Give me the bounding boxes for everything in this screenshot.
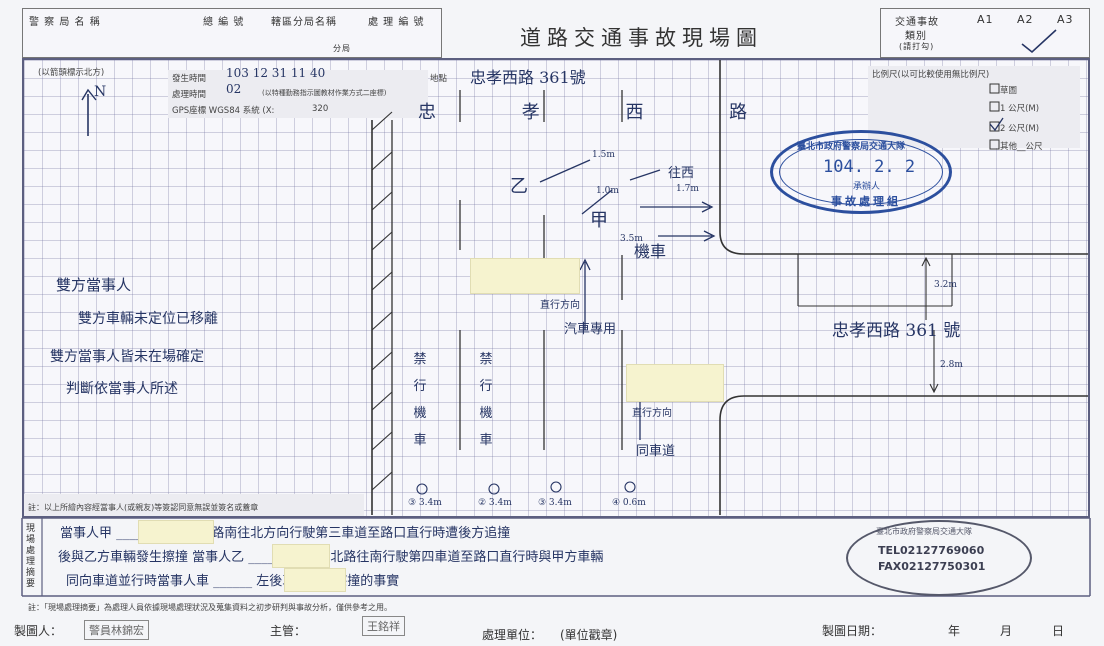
bottom-note: 註：以上所繪內容經當事人(或親友)等簽認同意無誤並簽名或蓋章 [28,503,259,512]
bottom-measure-3: ③ 3.4m [538,498,572,508]
gps-value: 320 [312,104,329,114]
scale-option-2: 1 公尺(M) [1000,104,1040,114]
drawer-label: 製圖人： [14,624,63,638]
vehicle-c-label: 機車 [634,242,667,261]
scale-label: 比例尺(以可比較使用無比例尺) [872,70,990,80]
dist-3: 3.5m [620,234,643,244]
category-label: 交通事故 [895,17,939,28]
page-title: 道路交通事故現場圖 [520,26,763,50]
tel-stamp: 臺北市政府警察局交通大隊 TEL02127769060 FAX021277503… [846,520,1032,596]
number-label: 總 編 號 [203,17,245,28]
summary-line-1: 當事人甲 ______ 自忠孝西路南往北方向行駛第三車道至路口直行時遭後方追撞 [60,526,511,541]
unit-label: 處理單位： [482,628,543,642]
lane-column-left: 禁 行 機 車 [410,346,430,454]
agency-label: 警 察 局 名 稱 [29,17,101,28]
lane-column-right: 禁 行 機 車 [476,346,496,454]
redaction-box [626,364,724,402]
note-strip [24,494,364,516]
annotation-3: 雙方當事人皆未在場確定 [50,349,204,365]
north-mark: N [94,84,107,100]
date-year: 年 [948,624,961,638]
lane-char: 機 [413,406,427,421]
coord-note: (以特種勤務指示圖教材作業方式二座標) [262,89,387,97]
type-a3: A3 [1057,13,1074,26]
footnote: 註：「現場處理摘要」為處理人員依據現場處理狀況及蒐集資料之初步研判與事故分析，僅… [28,603,392,612]
time-label: 發生時間 [172,74,207,84]
summary-line-2: 後與乙方車輛發生擦撞 當事人乙 ______ 自中山北路往南行駛第四車道至路口直… [58,550,604,565]
weather-label: 處理時間 [172,90,207,100]
bottom-measure-1: ③ 3.4m [408,498,442,508]
stamp-top-text: 臺北市政府警察局交通大隊 [797,142,906,152]
annotation-2: 雙方車輛未定位已移離 [78,311,218,327]
tel-number: TEL02127769060 [878,544,985,557]
scale-option-4: 其他__公尺 [1000,142,1043,152]
stamp-date: 104. 2. 2 [823,157,916,177]
redaction-box [272,544,330,568]
location-label: 地點 [430,74,448,84]
lane-char: 行 [413,379,427,394]
lane-char: 禁 [479,352,493,367]
stamp-sub: 承辦人 [853,182,881,192]
dist-4: 1.7m [676,184,699,194]
vehicle-b-label: 甲 [590,210,608,231]
direction-3: 直行方向 [632,408,672,419]
supervisor-label: 主管： [270,624,307,638]
north-hint: (以箭頭標示北方) [38,68,105,78]
category-label2: 類別 [905,31,927,42]
drawer-value: 警員林錦宏 [84,620,149,640]
tel-stamp-top: 臺北市政府警察局交通大隊 [876,527,972,536]
location-value: 忠孝西路 361號 [470,68,586,87]
redaction-box [470,258,580,294]
fax-number: FAX02127750301 [878,560,986,573]
bottom-measure-4: ④ 0.6m [612,498,646,508]
branch-sub: 分局 [333,44,351,53]
police-stamp: 臺北市政府警察局交通大隊 104. 2. 2 承辦人 事故處理組 [770,130,952,214]
type-a1: A1 [977,13,994,26]
lane-char: 禁 [413,352,427,367]
unit-value: (單位戳章) [560,628,618,642]
case-label: 處 理 編 號 [368,17,425,28]
lane-char: 車 [479,433,493,448]
header-row: 警 察 局 名 稱 總 編 號 轄區分局名稱 處 理 編 號 分局 [22,8,442,58]
dist-1: 1.5m [592,150,615,160]
lane-char: 機 [479,406,493,421]
redaction-box [284,568,346,592]
type-box: 交通事故 類別 (請打勾) A1 A2 A3 [880,8,1090,58]
direction-1: 往西 [668,166,695,181]
weather-value: 02 [226,82,242,96]
annotation-1: 雙方當事人 [56,276,132,294]
date-month: 月 [1000,624,1013,638]
lane-label-2: 同車道 [636,444,676,459]
dist-6: 2.8m [940,360,963,370]
vehicle-a-label: 乙 [510,176,528,197]
dist-2: 1.0m [596,186,619,196]
lane-char: 行 [479,379,493,394]
bottom-measure-2: ② 3.4m [478,498,512,508]
category-hint: (請打勾) [899,42,935,51]
annotation-4: 判斷依當事人所述 [66,381,178,397]
scale-option-1: 草圖 [1000,86,1018,96]
summary-side-label: 現場處理摘要 [26,524,36,589]
lane-label-1: 汽車專用 [564,322,617,337]
redaction-box [138,520,214,544]
gps-label: GPS座標 WGS84 系統 (X: [172,106,275,116]
branch-label: 轄區分局名稱 [271,17,337,28]
road-top-label: 忠 孝 西 路 [418,102,788,123]
address-right: 忠孝西路 361 號 [832,321,961,341]
direction-2: 直行方向 [540,300,580,311]
summary-line-3: 同向車道並行時當事人車 ______ 左後車尾發生擦撞的事實 [66,574,400,589]
type-a2: A2 [1017,13,1034,26]
supervisor-value: 王銘祥 [362,616,405,636]
info-panel [168,70,428,118]
date-label: 製圖日期： [822,624,883,638]
scale-option-3: 2 公尺(M) [1000,124,1040,134]
time-value: 103 12 31 11 40 [226,66,326,80]
stamp-bottom-text: 事故處理組 [831,195,901,208]
lane-char: 車 [413,433,427,448]
dist-5: 3.2m [934,280,957,290]
date-day: 日 [1052,624,1065,638]
